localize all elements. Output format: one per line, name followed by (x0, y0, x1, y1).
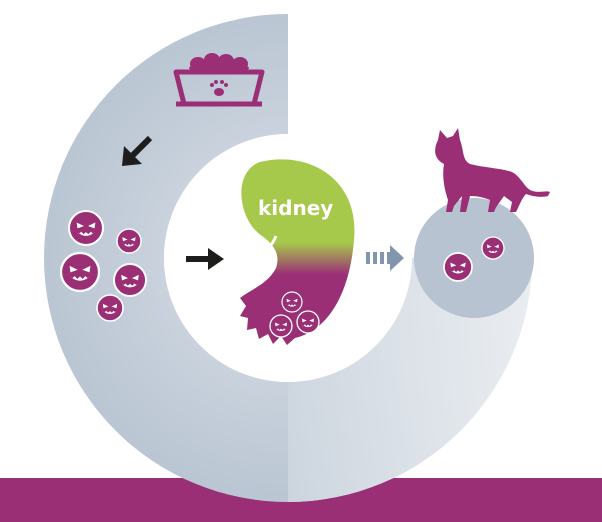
germ-icon (444, 253, 472, 281)
arrow-icon (366, 245, 404, 271)
germ-icon (114, 264, 146, 296)
cycle-ring-light-sector (288, 258, 532, 502)
germ-icon (270, 315, 292, 337)
germ-icon (61, 253, 99, 291)
arrow-icon (186, 248, 224, 270)
cat-silhouette-icon (435, 128, 550, 212)
germ-icon (117, 229, 141, 253)
paw-icon (210, 80, 228, 96)
germ-icon (69, 211, 103, 245)
kidney-label: kidney (258, 196, 333, 220)
food-bowl-icon (173, 53, 265, 107)
germ-icon (282, 292, 302, 312)
germ-icon (97, 295, 123, 321)
excretion-circle (414, 198, 534, 318)
germ-icon (482, 237, 504, 259)
arrow-icon (122, 135, 153, 166)
germ-icon (297, 311, 319, 333)
kidney: kidney (240, 159, 355, 345)
